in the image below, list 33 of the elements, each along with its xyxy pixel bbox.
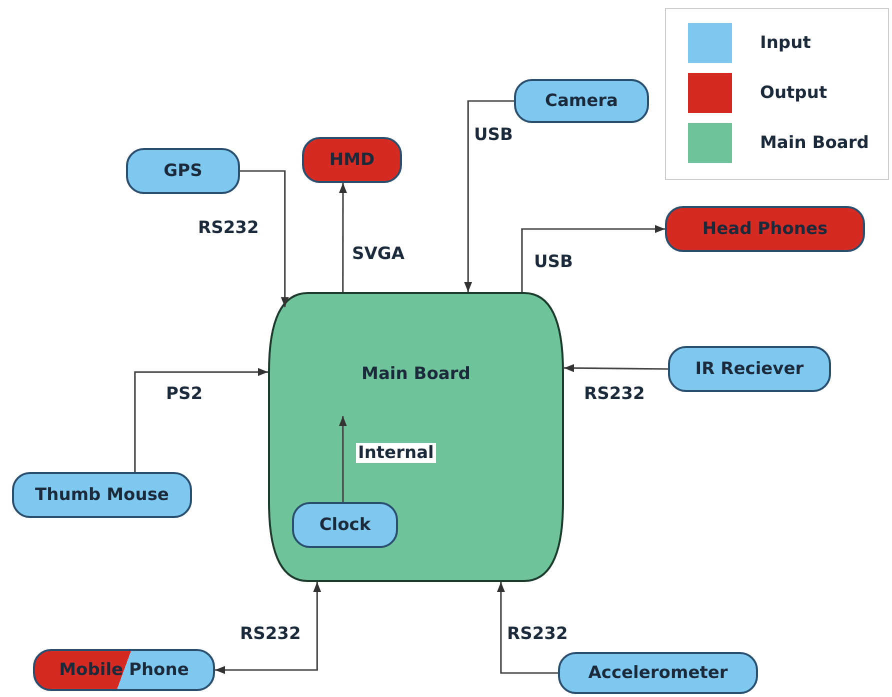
output-device-box [665,206,865,252]
legend-label: Output [760,83,828,103]
node-label: GPS [164,161,202,181]
board-title: Main Board [362,364,470,384]
node-label: IR Reciever [695,359,804,379]
node-label: Mobile Phone [59,660,189,680]
arrow [215,582,322,674]
input-device-box [668,346,831,392]
input-device-box [33,649,215,691]
legend-label: Input [760,33,811,53]
arrow [240,170,289,308]
node-label: Clock [319,515,371,535]
input-device-box [558,652,758,694]
node-label: Thumb Mouse [35,485,169,505]
node-label: Camera [544,91,618,111]
edge-label: Internal [356,443,436,463]
input-device-box [126,148,240,194]
input-device-box [292,502,398,548]
arrow [464,100,514,292]
arrow [521,225,665,292]
main-board-shape [268,292,564,582]
node-label: HMD [329,150,375,170]
node-label: Head Phones [702,219,828,239]
arrow [339,183,347,292]
arrow [338,416,347,502]
output-device-box [302,137,402,183]
node-label: Accelerometer [588,663,728,683]
arrow [496,582,558,674]
input-device-box [514,79,649,123]
arrow [134,368,268,472]
legend-label: Main Board [760,133,869,153]
arrow [564,364,668,372]
input-device-box [12,472,192,518]
